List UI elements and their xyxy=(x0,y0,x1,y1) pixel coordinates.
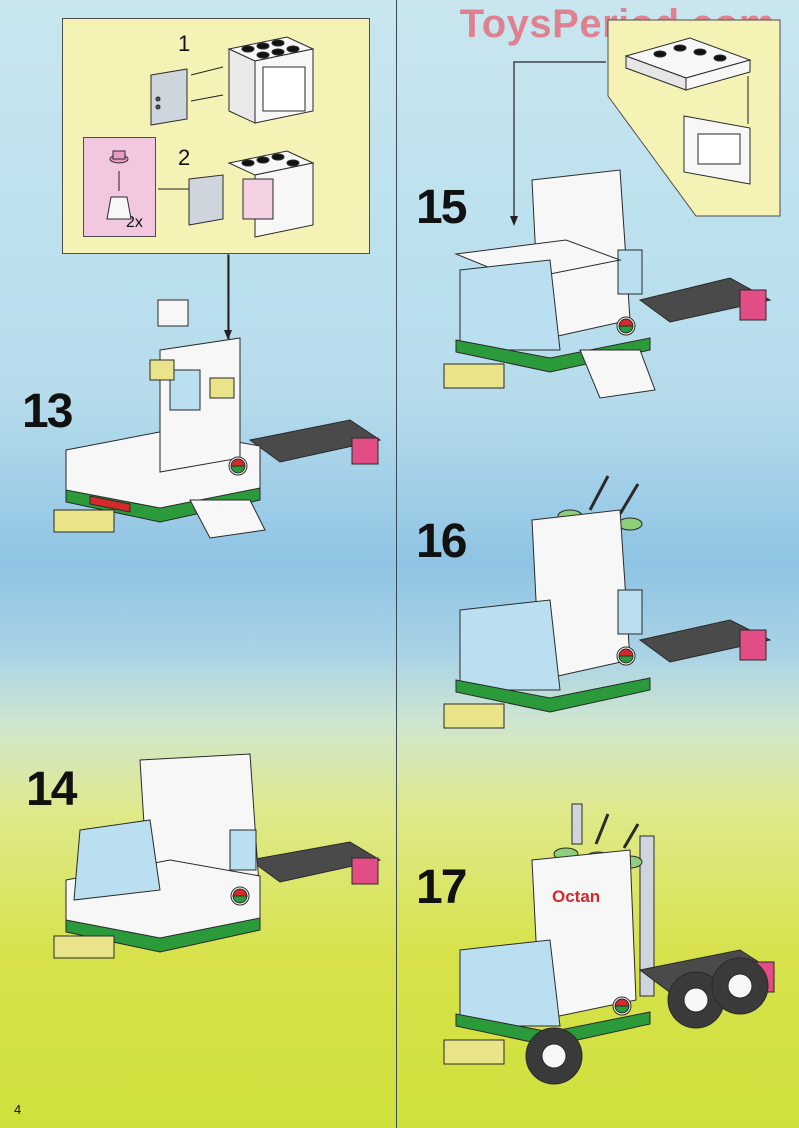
step-number-15: 15 xyxy=(416,181,467,234)
step-number-14: 14 xyxy=(26,763,77,816)
step-number-17: 17 xyxy=(416,861,467,914)
cone-part xyxy=(106,150,132,220)
subassembly-drawing xyxy=(106,36,315,339)
subassembly-inset: 1 2 2x xyxy=(62,18,370,339)
cupboard-brick xyxy=(227,36,315,124)
truck-step-17: Octan xyxy=(443,803,776,1085)
truck-step-14 xyxy=(53,753,382,959)
column-divider xyxy=(396,0,397,1128)
page-number: 4 xyxy=(14,1102,22,1117)
cupboard-brick-2 xyxy=(188,150,315,238)
truck-step-15 xyxy=(443,169,772,399)
octan-logo: Octan xyxy=(552,887,600,906)
truck-step-13 xyxy=(53,299,382,539)
substep-number-1: 1 xyxy=(178,31,191,56)
step-number-16: 16 xyxy=(416,515,467,568)
roof-subassembly-callout xyxy=(607,19,781,217)
step-number-13: 13 xyxy=(22,385,73,438)
door-part xyxy=(150,68,188,126)
substep-number-2: 2 xyxy=(178,145,191,170)
truck-step-16 xyxy=(443,475,772,729)
